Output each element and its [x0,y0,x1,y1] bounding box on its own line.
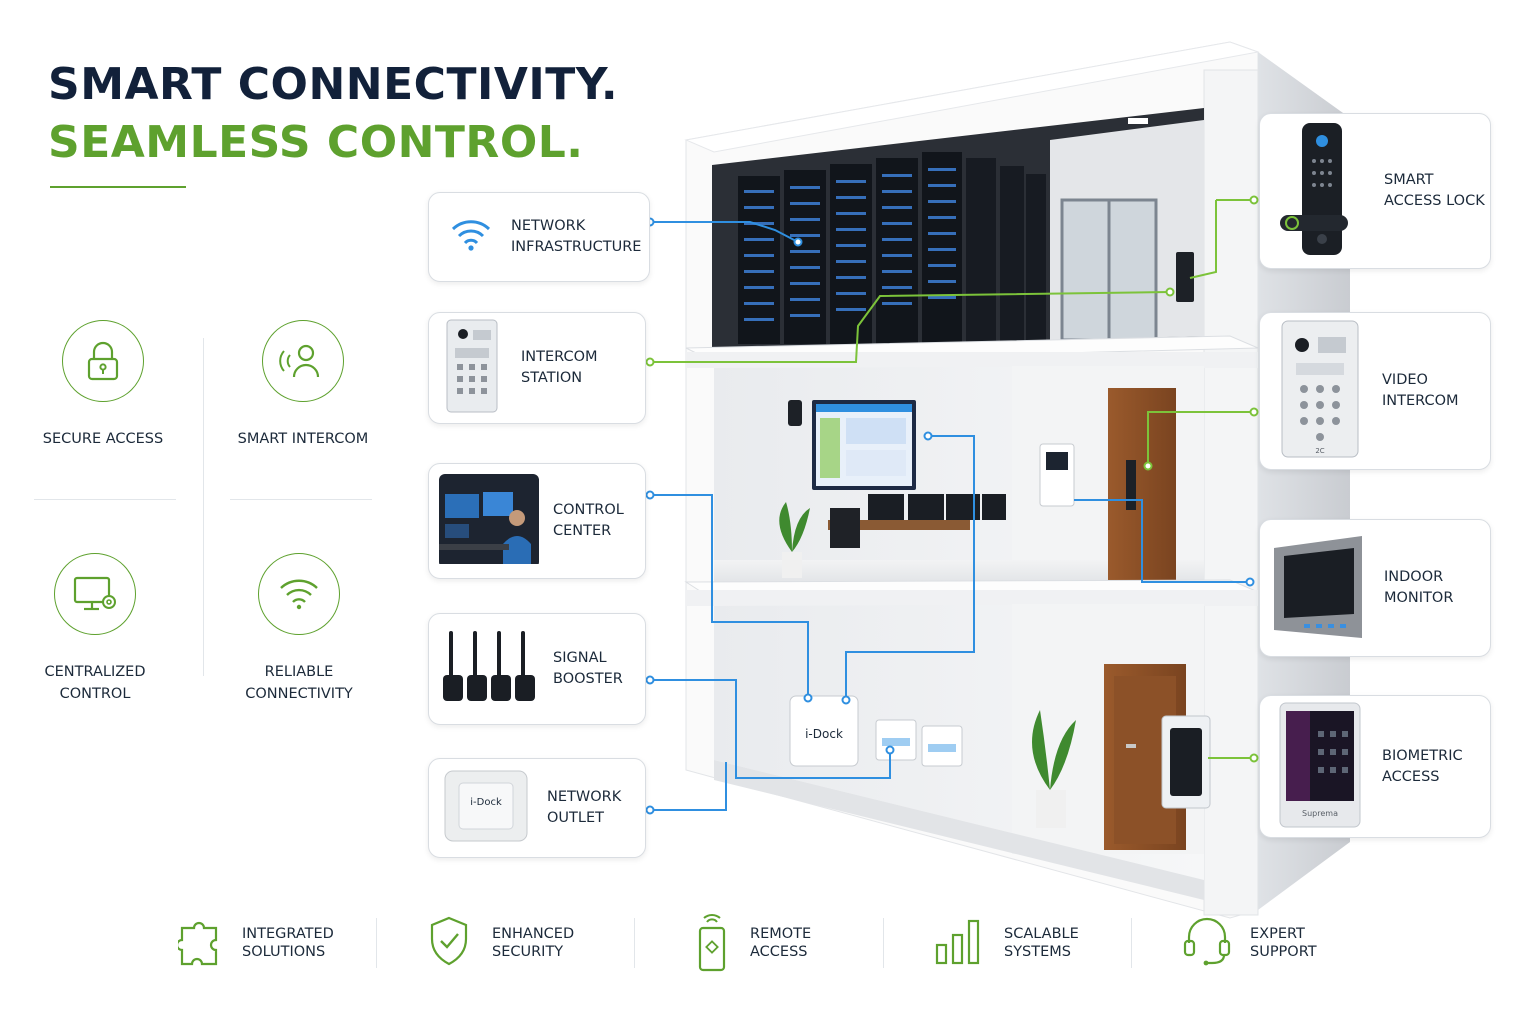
headline-line-1: SMART CONNECTIVITY. [48,59,619,110]
antenna-booster-icon [441,627,539,711]
monitor-gear-icon [54,553,136,635]
feature-centralized-control: CENTRALIZED CONTROL [10,553,180,705]
intercom-panel-icon [445,318,499,418]
smart-lock-icon [1276,119,1366,263]
card-label: SIGNAL BOOSTER [553,650,623,687]
intercom-badge: 2C [1315,447,1325,455]
feature-smart-intercom: SMART INTERCOM [218,320,388,450]
benefit-enhanced-security: ENHANCED SECURITY [428,908,574,978]
outlet-badge: i-Dock [470,797,502,808]
green-connectors [650,199,1254,759]
puzzle-icon [175,914,226,972]
biometric-badge: Suprema [1302,808,1338,818]
card-label: BIOMETRIC ACCESS [1382,747,1463,785]
benefit-label: INTEGRATED SOLUTIONS [242,926,334,960]
benefit-divider [883,918,884,968]
shield-check-icon [428,915,470,971]
smartphone-icon [694,910,730,976]
card-label: CONTROL CENTER [553,502,624,539]
card-label: INTERCOM STATION [521,349,598,386]
benefit-divider [376,918,377,968]
benefit-label: SCALABLE SYSTEMS [1004,926,1079,960]
feature-label: SMART INTERCOM [237,431,369,447]
headline-underline [50,186,186,188]
benefit-divider [634,918,635,968]
card-signal-booster[interactable]: SIGNAL BOOSTER [428,613,646,725]
card-label: NETWORK OUTLET [547,789,622,826]
card-label: INDOOR MONITOR [1384,569,1454,606]
benefit-integrated-solutions: INTEGRATED SOLUTIONS [175,908,334,978]
bar-chart-icon [934,917,982,969]
feature-divider-vertical [203,338,204,676]
feature-label: SECURE ACCESS [42,431,164,447]
intercom-person-icon [262,320,344,402]
benefit-scalable-systems: SCALABLE SYSTEMS [934,908,1079,978]
card-intercom-station[interactable]: INTERCOM STATION [428,312,646,424]
card-control-center[interactable]: CONTROL CENTER [428,463,646,579]
card-smart-access-lock[interactable]: SMART ACCESS LOCK [1259,113,1491,269]
feature-divider-horizontal [34,499,176,500]
bottom-benefits-bar: INTEGRATED SOLUTIONS ENHANCED SECURITY R… [0,908,1536,988]
operator-workstation-icon [439,474,539,568]
card-biometric-access[interactable]: Suprema BIOMETRIC ACCESS [1259,695,1491,838]
feature-label: RELIABLE CONNECTIVITY [245,664,353,702]
benefit-label: REMOTE ACCESS [750,926,812,960]
benefit-remote-access: REMOTE ACCESS [694,908,811,978]
feature-reliable-connectivity: RELIABLE CONNECTIVITY [214,553,384,705]
card-network-outlet[interactable]: i-Dock NETWORK OUTLET [428,758,646,858]
card-label: SMART ACCESS LOCK [1384,172,1485,209]
feature-secure-access: SECURE ACCESS [18,320,188,450]
wifi-icon [449,217,493,257]
wifi-icon [258,553,340,635]
benefit-label: EXPERT SUPPORT [1250,926,1317,960]
feature-label: CENTRALIZED CONTROL [44,664,146,702]
card-label: NETWORK INFRASTRUCTURE [511,218,642,255]
benefit-expert-support: EXPERT SUPPORT [1182,908,1317,978]
biometric-reader-icon: Suprema [1278,701,1362,833]
feature-divider-horizontal [230,499,372,500]
headline-line-2: SEAMLESS CONTROL. [48,117,584,168]
headline: SMART CONNECTIVITY. SEAMLESS CONTROL. [48,56,618,172]
video-intercom-icon: 2C [1280,319,1360,463]
benefit-label: ENHANCED SECURITY [492,926,575,960]
padlock-icon [62,320,144,402]
headset-icon [1182,915,1232,971]
indoor-monitor-icon [1270,534,1366,642]
network-outlet-icon: i-Dock [443,769,529,847]
card-label: VIDEO INTERCOM [1382,372,1459,409]
hub-label: i-Dock [805,727,843,741]
card-video-intercom[interactable]: 2C VIDEO INTERCOM [1259,312,1491,470]
server-racks [738,152,1046,344]
blue-connectors [650,221,1250,811]
card-indoor-monitor[interactable]: INDOOR MONITOR [1259,519,1491,657]
card-network-infrastructure[interactable]: NETWORK INFRASTRUCTURE [428,192,650,282]
benefit-divider [1131,918,1132,968]
